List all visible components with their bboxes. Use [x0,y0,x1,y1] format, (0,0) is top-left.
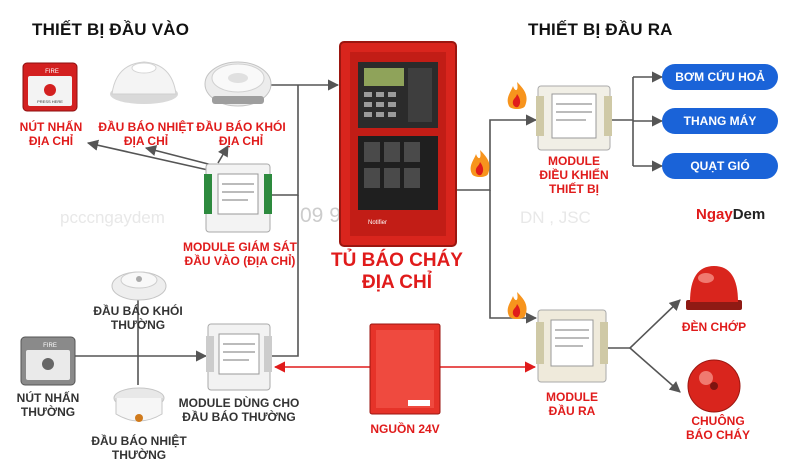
fire-alarm-panel-icon: Notifier [339,41,457,247]
monitor-module-icon [204,163,272,233]
label-addressable-heat-detector: ĐẦU BÁO NHIỆT ĐỊA CHỈ [98,120,194,148]
addressable-smoke-detector-icon [204,61,272,107]
output-module-icon [536,309,608,383]
label-output-module: MODULE ĐẦU RA [546,390,598,418]
arrow-module-to-callpoint [86,139,209,171]
target-fan: QUẠT GIÓ [662,153,778,179]
conventional-call-point-icon: FIRE [20,336,76,386]
conventional-loop [272,195,299,357]
flame-icon [507,82,527,109]
watermark-site: pcccngaydem [60,208,165,227]
conventional-call-point-fire-text: FIRE [43,343,57,349]
fire-bell-icon [687,359,741,413]
addressable-heat-detector-icon [110,61,178,104]
label-control-module: MODULE ĐIỀU KHIỂN THIẾT BỊ [539,154,609,196]
heading-output-devices: THIẾT BỊ ĐẦU RA [528,20,673,39]
arrow-module-to-heat [144,145,213,166]
conventional-heat-detector-icon [113,387,165,422]
label-conventional-heat-detector: ĐẦU BÁO NHIỆT THƯỜNG [91,434,187,462]
label-conventional-call-point: NÚT NHẤN THƯỜNG [16,391,80,419]
arrow-module-to-smoke [217,145,229,164]
label-addressable-call-point: NÚT NHẤN ĐỊA CHỈ [19,120,83,148]
power-supply-icon [369,323,441,415]
arrow-to-bell [629,347,681,393]
strobe-light-icon [686,266,742,310]
watermark-company: DN , JSC [520,208,591,227]
panel-to-control-module [457,114,538,191]
brand-logo-part2: Dem [732,206,766,223]
arrow-to-strobe [629,299,681,349]
label-fire-alarm-panel: TỦ BÁO CHÁY ĐỊA CHỈ [331,250,463,293]
brand-logo: NgayDem [696,206,765,223]
call-point-fire-text: FIRE [45,69,59,75]
label-strobe-light: ĐÈN CHỚP [681,320,747,334]
control-module-icon [536,85,612,151]
label-power-supply: NGUỒN 24V [370,422,440,436]
call-point-press-text: PRESS HERE [37,99,63,104]
flame-icon [470,150,490,177]
conventional-smoke-detector-icon [111,271,167,301]
target-fire-pump: BƠM CỨU HOẢ [662,64,778,90]
label-monitor-module: MODULE GIÁM SÁT ĐẦU VÀO (ĐỊA CHỈ) [183,240,297,268]
label-addressable-smoke-detector: ĐẦU BÁO KHÓI ĐỊA CHỈ [196,120,286,148]
brand-logo-part1: Ngay [696,206,733,223]
label-fire-bell: CHUÔNG BÁO CHÁY [685,414,750,442]
flame-icon [507,292,527,319]
heading-input-devices: THIẾT BỊ ĐẦU VÀO [32,20,190,39]
conventional-module-icon [206,323,272,391]
label-conventional-smoke-detector: ĐẦU BÁO KHÓI THƯỜNG [93,304,183,332]
label-conventional-module: MODULE DÙNG CHO ĐẦU BÁO THƯỜNG [178,396,300,424]
addressable-call-point-icon: FIRE PRESS HERE [22,62,78,112]
panel-brand-text: Notifier [368,220,387,226]
target-elevator: THANG MÁY [662,108,778,134]
